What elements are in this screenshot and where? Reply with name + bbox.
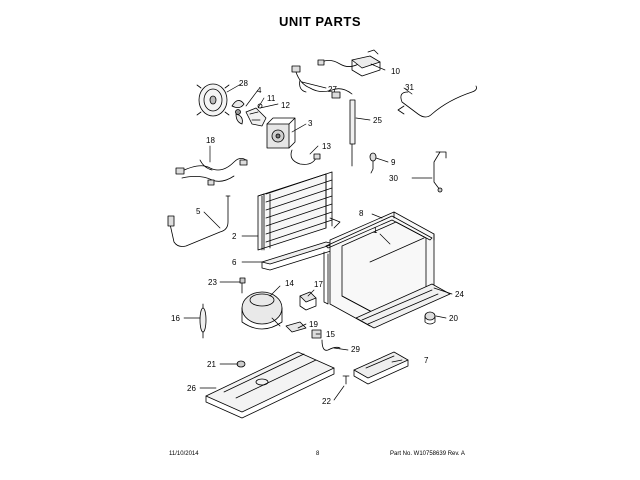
- callout-22: 22: [322, 397, 331, 406]
- overload-part: [285, 321, 307, 333]
- thermistor-part: [369, 152, 377, 174]
- fan-blade-part: [231, 100, 245, 125]
- page-title: UNIT PARTS: [278, 14, 362, 29]
- callout-30: 30: [389, 174, 398, 183]
- filter-drier-part: [199, 303, 207, 339]
- footer-date: 11/10/2014: [169, 451, 199, 457]
- callout-24: 24: [455, 290, 464, 299]
- drain-plug-part: [424, 311, 436, 325]
- leader-lines: [183, 63, 453, 401]
- footer-page-number: 8: [316, 451, 320, 457]
- callout-26: 26: [187, 384, 196, 393]
- callout-17: 17: [314, 280, 323, 289]
- callout-21: 21: [207, 360, 216, 369]
- callout-12: 12: [281, 101, 290, 110]
- callout-3: 3: [308, 119, 313, 128]
- footer-part-number: Part No. W10758639 Rev. A: [390, 451, 465, 457]
- callout-31: 31: [405, 83, 414, 92]
- callout-7: 7: [424, 356, 429, 365]
- callout-13: 13: [322, 142, 331, 151]
- fan-shroud-part: [196, 83, 230, 117]
- callout-19: 19: [309, 320, 318, 329]
- base-screw-part: [342, 375, 350, 385]
- condenser-coil-part: [257, 171, 341, 251]
- fan-motor-part: [266, 117, 296, 149]
- callout-1: 1: [373, 226, 378, 235]
- relay-cover-part: [299, 291, 317, 311]
- callout-18: 18: [206, 136, 215, 145]
- callout-11: 11: [267, 94, 276, 103]
- power-lead-part: [321, 339, 341, 351]
- drain-cover-part: [355, 283, 451, 329]
- callout-8: 8: [359, 209, 364, 218]
- gasket-part: [323, 215, 433, 305]
- callout-25: 25: [373, 116, 382, 125]
- base-plate-part: [205, 351, 335, 419]
- callout-10: 10: [391, 67, 400, 76]
- drain-heater-part: [397, 85, 477, 118]
- callout-5: 5: [196, 207, 201, 216]
- defrost-probe-part: [349, 99, 356, 167]
- control-harness-part: [291, 59, 363, 99]
- callout-20: 20: [449, 314, 458, 323]
- drain-pan-part: [353, 351, 409, 385]
- relay-part: [351, 49, 381, 77]
- callout-6: 6: [232, 258, 237, 267]
- callout-15: 15: [326, 330, 335, 339]
- callout-9: 9: [391, 158, 396, 167]
- condenser-tray-part: [261, 241, 335, 271]
- compressor-part: [241, 291, 283, 330]
- wire-harness-part: [175, 158, 248, 186]
- screw-part: [239, 277, 246, 294]
- callout-23: 23: [208, 278, 217, 287]
- heater-loop-part: [167, 195, 231, 247]
- callout-27: 27: [328, 85, 337, 94]
- defrost-terminator-part: [433, 151, 447, 193]
- callout-4: 4: [257, 86, 262, 95]
- callout-labels: 28 4 11 12 3 27 10 31 25 9 30 13 18 5 2 …: [171, 67, 464, 406]
- callout-14: 14: [285, 279, 294, 288]
- sensor-lead-part: [290, 149, 321, 165]
- callout-29: 29: [351, 345, 360, 354]
- callout-2: 2: [232, 232, 237, 241]
- callout-16: 16: [171, 314, 180, 323]
- callout-28: 28: [239, 79, 248, 88]
